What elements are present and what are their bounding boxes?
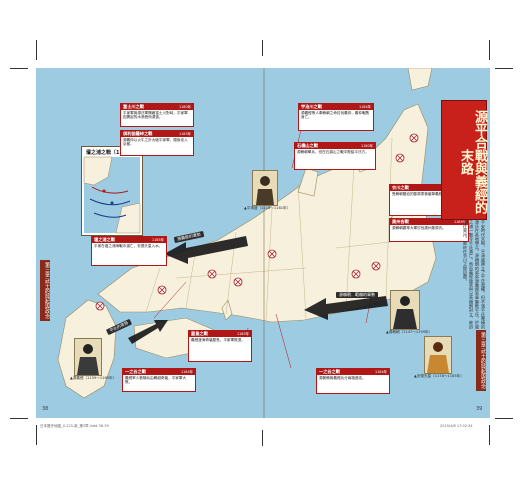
figure-icon bbox=[256, 176, 274, 205]
event-body: 源賴朝親率大軍討伐奧州藤原氏。 bbox=[392, 226, 446, 230]
event-body: 源範賴與義經兵分兩路進攻。 bbox=[319, 376, 366, 380]
event-title: 奧州合戰 bbox=[392, 219, 409, 224]
event-title: 一之谷之戰 bbox=[125, 369, 146, 374]
event-body: 源賴朝舉兵，但在石橋山之戰中敗給平氏方。 bbox=[297, 150, 369, 154]
event-year: 1189年 bbox=[453, 220, 466, 224]
portrait-image bbox=[252, 170, 278, 206]
event-year: 1183年 bbox=[178, 132, 191, 136]
event-box: 奧州合戰 1189年 源賴朝親率大軍討伐奧州藤原氏。 bbox=[389, 218, 469, 242]
map-spread: 壇之浦之戰〔1185年〕 第三章 武士的興起與政治 富士川之戰 1180年 平家軍… bbox=[36, 68, 490, 418]
print-footer-left: 日本歷史地圖_0-225-新_第3章.indd 38-39 bbox=[40, 424, 109, 428]
figure-icon bbox=[427, 342, 449, 373]
crop-mark bbox=[262, 430, 263, 446]
event-year: 1180年 bbox=[360, 144, 373, 148]
print-footer-right: 2019/4/8 17:02:34 bbox=[440, 424, 473, 428]
event-year: 1184年 bbox=[374, 370, 387, 374]
event-body: 平家在壇之浦海戰中滅亡，安德天皇入水。 bbox=[94, 244, 163, 248]
figure-icon bbox=[393, 296, 417, 329]
inset-title: 壇之浦之戰〔1185年〕 bbox=[86, 150, 140, 156]
event-box: 宇治川之戰 1184年 源義經等人奉賴朝之命討伐義仲，義仲戰敗身亡。 bbox=[298, 103, 374, 131]
crop-mark bbox=[262, 40, 263, 56]
figure-icon bbox=[77, 344, 99, 375]
event-body: 平家軍與源氏軍隔著富士川對峙，平家軍因驚起的水鳥聲而潰逃。 bbox=[123, 111, 188, 120]
event-body: 受賴朝壓迫的藤原泰衡襲擊義經，義經自盡。 bbox=[392, 192, 464, 196]
page-number-right: 39 bbox=[476, 406, 483, 412]
intro-text: 平安時代末期，平清盛建立了平氏政權，但不滿平氏專橫的源氏在各地舉兵。源賴朝的弟弟… bbox=[463, 220, 486, 329]
event-title: 石橋山之戰 bbox=[297, 143, 318, 148]
title-panel: 源平合戰與義經的末路 bbox=[441, 100, 487, 220]
event-year: 1185年 bbox=[151, 238, 164, 242]
event-body: 義經渡海奇襲屋島，平家軍敗退。 bbox=[191, 338, 245, 342]
chapter-tab-left: 第三章 武士的興起與政治 bbox=[40, 260, 50, 321]
event-title: 一之谷之戰 bbox=[319, 369, 340, 374]
crop-mark bbox=[10, 68, 28, 69]
crop-mark bbox=[495, 418, 513, 419]
event-box: 倶利伽羅峠之戰 1183年 源義仲以火牛之計大破平家軍，隨後攻入京都。 bbox=[120, 130, 194, 156]
event-title: 衣川之戰 bbox=[392, 185, 409, 190]
event-box: 屋島之戰 1185年 義經渡海奇襲屋島，平家軍敗退。 bbox=[188, 330, 252, 362]
event-title: 宇治川之戰 bbox=[301, 104, 322, 109]
crop-mark bbox=[495, 68, 513, 69]
portrait-caption: ▲安德天皇（1178〜1185年） bbox=[414, 374, 464, 378]
event-year: 1180年 bbox=[178, 105, 191, 109]
event-title: 壇之浦之戰 bbox=[94, 237, 115, 242]
event-box: 石橋山之戰 1180年 源賴朝舉兵，但在石橋山之戰中敗給平氏方。 bbox=[294, 142, 376, 170]
crop-mark bbox=[489, 425, 490, 445]
route-label-yoritomo: 源賴朝．範賴的軍勢 bbox=[336, 292, 378, 298]
page-number-left: 38 bbox=[42, 406, 49, 412]
event-year: 1184年 bbox=[180, 370, 193, 374]
event-box: 一之谷之戰 1184年 義經率少數騎兵由鵯越奇襲，平家軍大敗。 bbox=[122, 368, 196, 392]
event-box: 壇之浦之戰 1185年 平家在壇之浦海戰中滅亡，安德天皇入水。 bbox=[91, 236, 167, 266]
event-box: 富士川之戰 1180年 平家軍與源氏軍隔著富士川對峙，平家軍因驚起的水鳥聲而潰逃。 bbox=[120, 103, 194, 127]
portrait-caption: ▲源賴朝（1147〜1199年） bbox=[386, 330, 433, 334]
inset-map-graphic bbox=[83, 156, 141, 234]
portrait-image bbox=[390, 290, 420, 330]
event-body: 源義仲以火牛之計大破平家軍，隨後攻入京都。 bbox=[123, 138, 188, 147]
inset-map-dan-no-ura: 壇之浦之戰〔1185年〕 bbox=[81, 146, 143, 236]
event-body: 源義經等人奉賴朝之命討伐義仲，義仲戰敗身亡。 bbox=[301, 111, 370, 120]
book-spine bbox=[263, 68, 265, 418]
chapter-tab-right: 第三章 武士的興起與政治 bbox=[476, 330, 486, 391]
event-body: 義經率少數騎兵由鵯越奇襲，平家軍大敗。 bbox=[125, 376, 187, 385]
crop-mark bbox=[36, 425, 37, 445]
page-title: 源平合戰與義經的末路 bbox=[458, 110, 487, 214]
event-year: 1184年 bbox=[358, 105, 371, 109]
portrait-caption: ▲平清盛（1118〜1181年） bbox=[244, 206, 291, 210]
crop-mark bbox=[10, 418, 28, 419]
event-year: 1185年 bbox=[236, 332, 249, 336]
portrait-caption: ▲源義經（1159〜1189年） bbox=[70, 376, 117, 380]
crop-mark bbox=[489, 40, 490, 60]
event-title: 富士川之戰 bbox=[123, 104, 144, 109]
event-title: 屋島之戰 bbox=[191, 331, 208, 336]
portrait-image bbox=[424, 336, 452, 374]
event-title: 倶利伽羅峠之戰 bbox=[123, 131, 153, 136]
crop-mark bbox=[36, 40, 37, 60]
portrait-image bbox=[74, 338, 102, 376]
event-box: 一之谷之戰 1184年 源範賴與義經兵分兩路進攻。 bbox=[316, 368, 390, 394]
